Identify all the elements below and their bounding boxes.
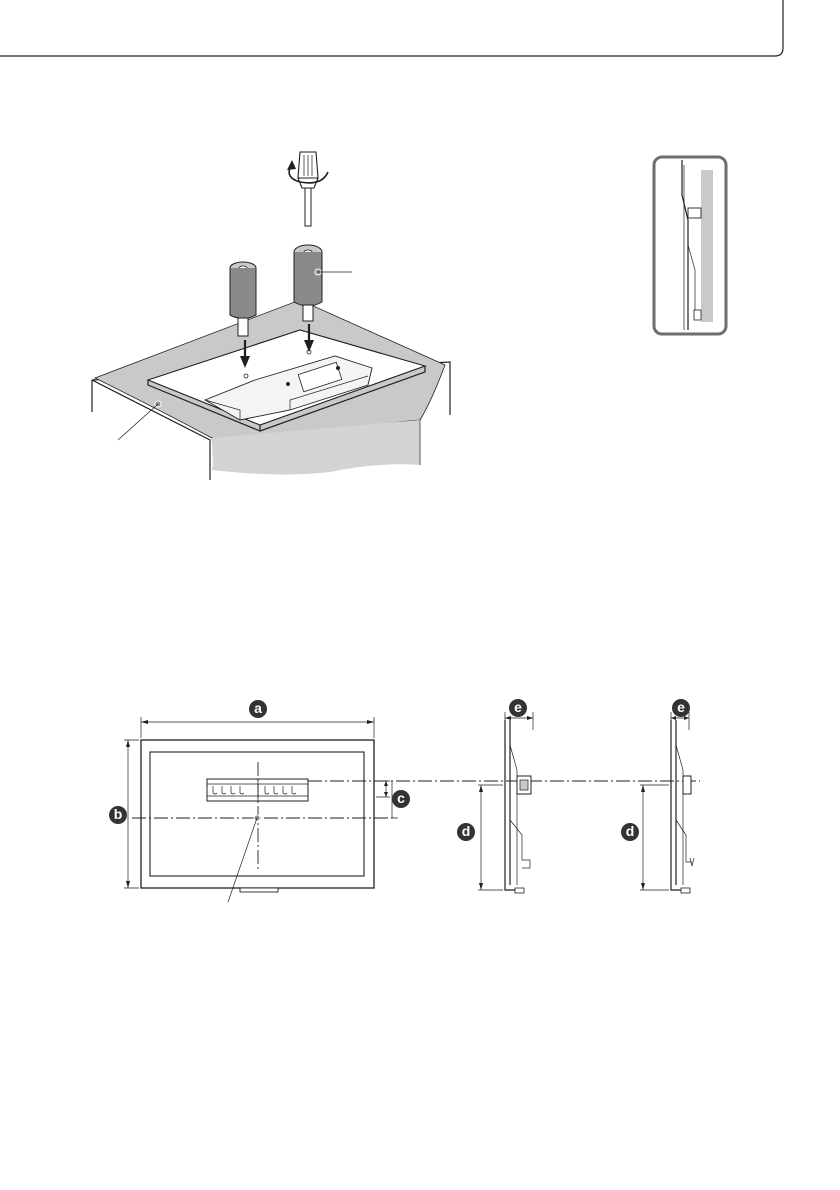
- label-b: b: [114, 806, 123, 822]
- tv-front-view: [132, 740, 700, 902]
- label-b-badge: b: [109, 806, 127, 824]
- crop-mark: [0, 0, 783, 56]
- side-view-inset: [654, 157, 726, 334]
- label-e-2: e: [677, 699, 685, 715]
- screwdriver-icon: [298, 152, 318, 226]
- wall-mount-bracket: [207, 779, 308, 801]
- label-d-2: d: [626, 823, 635, 839]
- label-a: a: [254, 700, 262, 716]
- label-d-1: d: [462, 823, 471, 839]
- label-e-1: e: [514, 699, 522, 715]
- dimension-a: [141, 717, 374, 738]
- label-c: c: [397, 790, 405, 806]
- tv-on-table-illustration: [92, 152, 450, 480]
- label-a-badge: a: [249, 700, 267, 718]
- label-e-badge-2: e: [672, 699, 690, 717]
- label-c-badge: c: [392, 790, 410, 808]
- tv-side-view-2: [640, 712, 694, 893]
- label-d-badge-1: d: [457, 823, 475, 841]
- tv-side-view-1: [478, 712, 533, 893]
- label-d-badge-2: d: [621, 823, 639, 841]
- label-e-badge-1: e: [509, 699, 527, 717]
